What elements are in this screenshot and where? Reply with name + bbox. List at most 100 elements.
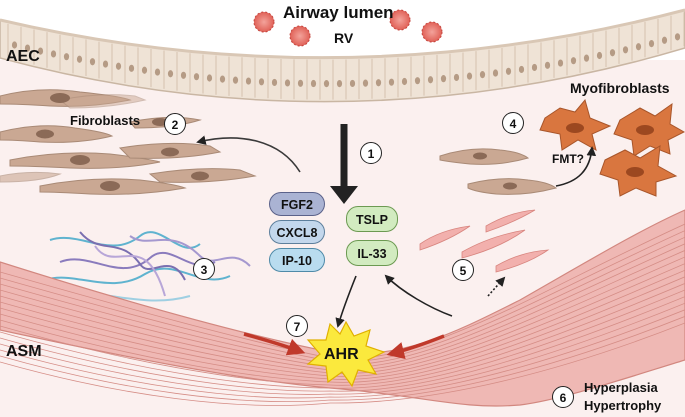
epithelial-nucleus [11, 41, 18, 49]
virus-particle [253, 11, 275, 33]
asm-label: ASM [6, 343, 42, 360]
epithelial-nucleus [440, 75, 447, 83]
epithelial-nucleus [349, 79, 356, 88]
epithelial-nucleus [336, 80, 343, 88]
hyperplasia-label: Hyperplasia [584, 380, 658, 395]
epithelial-nucleus [128, 64, 135, 72]
epithelial-nucleus [219, 75, 226, 83]
epithelial-nucleus [297, 79, 304, 87]
epithelial-nucleus [362, 79, 369, 87]
epithelial-nucleus [193, 73, 200, 81]
smooth-muscle-fibre [0, 296, 685, 392]
smooth-muscle-fibre [0, 283, 685, 386]
virus-particle [289, 25, 311, 47]
mediator-tslp: TSLP [346, 206, 398, 232]
mediator-ip10: IP-10 [269, 248, 325, 272]
airway-lumen-label: Airway lumen [283, 3, 394, 22]
ahr-burst [306, 320, 386, 388]
migrating-smooth-muscle-cells [419, 209, 550, 273]
epithelial-nucleus [427, 76, 434, 84]
epithelial-nucleus [206, 74, 213, 82]
myofibroblasts-label: Myofibroblasts [570, 80, 670, 96]
epithelial-nucleus [661, 36, 668, 44]
epithelial-nucleus [232, 76, 239, 84]
arrow-to-fibroblasts [196, 135, 301, 173]
epithelial-nucleus [141, 66, 148, 74]
airway-smooth-muscle [0, 209, 685, 417]
epithelial-nucleus [388, 78, 395, 86]
smooth-muscle-fibre [0, 302, 685, 395]
myofibroblast-nuclei [566, 123, 654, 177]
rv-virus-particles [253, 9, 443, 47]
epithelial-nucleus [154, 68, 161, 76]
virus-particle [389, 9, 411, 31]
epithelial-nucleus [492, 69, 499, 77]
ahr-label: AHR [324, 346, 359, 363]
smooth-muscle-fibre [0, 309, 685, 399]
fibroblasts-label: Fibroblasts [70, 113, 141, 128]
airway-epithelium [0, 8, 685, 103]
step-4-badge: 4 [502, 112, 524, 134]
epithelial-nucleus [284, 79, 291, 87]
smooth-muscle-fibre [0, 289, 685, 389]
arrow-mediators-to-ahr [335, 275, 357, 328]
fibroblasts-group [0, 89, 257, 195]
smooth-muscle-fibre [0, 322, 685, 406]
arrow-head [330, 186, 358, 204]
epithelial-nucleus [258, 78, 265, 86]
epithelial-nucleus [648, 39, 655, 48]
epithelial-nucleus [466, 72, 473, 80]
extracellular-matrix [44, 231, 251, 302]
arrows [196, 124, 597, 360]
epithelial-nucleus [323, 80, 330, 88]
arrow-fmt [555, 146, 597, 187]
epithelial-nucleus [167, 70, 174, 78]
step-7-badge: 7 [286, 315, 308, 337]
epithelial-nucleus [24, 44, 31, 52]
rv-label: RV [334, 30, 354, 46]
transitioning-fibroblasts [439, 148, 558, 195]
arrow-red-right [386, 334, 445, 360]
mediator-il33: IL-33 [346, 240, 398, 266]
epithelial-nucleus [479, 71, 486, 79]
step-6-badge: 6 [552, 386, 574, 408]
epithelial-nucleus [622, 46, 629, 54]
myofibroblasts-group [539, 98, 685, 197]
hypertrophy-label: Hypertrophy [584, 398, 662, 413]
epithelial-nucleus [401, 77, 408, 86]
step-3-badge: 3 [193, 258, 215, 280]
epithelial-nucleus [570, 57, 577, 65]
virus-particle [421, 21, 443, 43]
epithelial-nucleus [76, 55, 83, 63]
epithelial-nucleus [271, 78, 278, 87]
epithelial-nucleus [375, 79, 382, 87]
epithelial-nucleus [544, 61, 551, 69]
mediator-cxcl8: CXCL8 [269, 220, 325, 244]
epithelial-nucleus [531, 63, 538, 72]
epithelial-nucleus [453, 73, 460, 82]
epithelial-nucleus [414, 77, 421, 85]
smooth-muscle-fibre [0, 276, 685, 383]
mediator-fgf2: FGF2 [269, 192, 325, 216]
step-1-badge: 1 [360, 142, 382, 164]
epithelial-nucleus [245, 77, 252, 85]
epithelial-nucleus [609, 49, 616, 57]
epithelial-nucleus [89, 58, 96, 66]
epithelial-nucleus [102, 60, 109, 68]
smooth-muscle-fibre [0, 316, 685, 403]
epithelial-nucleus [37, 47, 44, 55]
epithelial-nucleus [674, 33, 681, 41]
epithelial-nucleus [557, 59, 564, 67]
epithelial-nucleus [50, 50, 57, 58]
epithelial-nucleus [635, 43, 642, 51]
epithelial-nucleus [115, 62, 122, 70]
epithelial-nucleus [518, 65, 525, 74]
arrow-migration [487, 276, 506, 297]
arrow-red-left [243, 332, 306, 356]
epithelial-nucleus [505, 67, 512, 75]
aec-label: AEC [6, 48, 40, 65]
step-2-badge: 2 [164, 113, 186, 135]
fmt-label: FMT? [552, 152, 584, 166]
step-5-badge: 5 [452, 259, 474, 281]
